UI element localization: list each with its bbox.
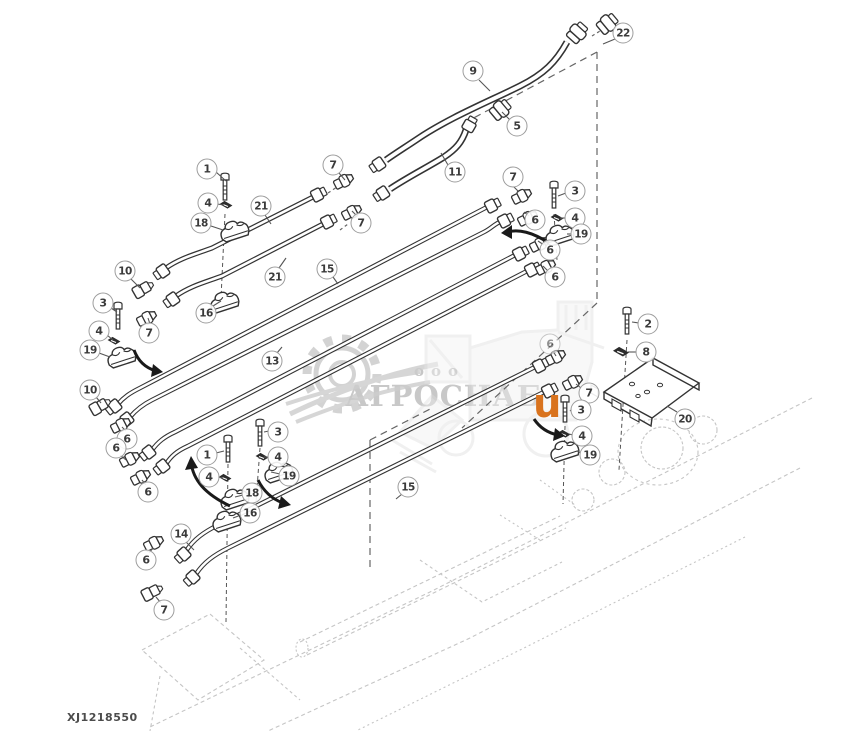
callout-6[interactable]: 6 (539, 239, 561, 261)
harvester-icon (391, 300, 605, 474)
callout-19[interactable]: 19 (79, 339, 101, 361)
callout-6[interactable]: 6 (544, 266, 566, 288)
callout-16[interactable]: 16 (195, 302, 217, 324)
callout-16[interactable]: 16 (239, 502, 261, 524)
callout-4[interactable]: 4 (197, 192, 219, 214)
callout-6[interactable]: 6 (539, 333, 561, 355)
callout-15[interactable]: 15 (316, 258, 338, 280)
callout-13[interactable]: 13 (261, 350, 283, 372)
callout-15[interactable]: 15 (397, 476, 419, 498)
lines-layer (103, 18, 592, 589)
callout-3[interactable]: 3 (564, 180, 586, 202)
callout-18[interactable]: 18 (241, 482, 263, 504)
leaf-spring-icon (285, 361, 439, 424)
callout-10[interactable]: 10 (114, 260, 136, 282)
callout-6[interactable]: 6 (135, 549, 157, 571)
tube-15-lower (151, 259, 543, 478)
drawing-number: XJ1218550 (67, 711, 138, 724)
callout-19[interactable]: 19 (579, 444, 601, 466)
callout-11[interactable]: 11 (444, 161, 466, 183)
tube-21b (161, 211, 339, 311)
callout-6[interactable]: 6 (524, 209, 546, 231)
callout-7[interactable]: 7 (350, 212, 372, 234)
callout-1[interactable]: 1 (196, 444, 218, 466)
callout-7[interactable]: 7 (322, 154, 344, 176)
callout-18[interactable]: 18 (190, 212, 212, 234)
boom-outline (141, 397, 813, 731)
callout-21[interactable]: 21 (250, 195, 272, 217)
callout-3[interactable]: 3 (267, 421, 289, 443)
callout-1[interactable]: 1 (196, 158, 218, 180)
callout-6[interactable]: 6 (137, 481, 159, 503)
tube-15-upper (103, 195, 503, 418)
callout-14[interactable]: 14 (170, 523, 192, 545)
callout-4[interactable]: 4 (88, 320, 110, 342)
callout-4[interactable]: 4 (198, 466, 220, 488)
callout-7[interactable]: 7 (153, 599, 175, 621)
callout-22[interactable]: 22 (612, 22, 634, 44)
watermark-art (285, 300, 605, 474)
tube-13-lower (137, 243, 531, 464)
callout-9[interactable]: 9 (462, 60, 484, 82)
tube-21a (151, 184, 329, 283)
callout-8[interactable]: 8 (635, 341, 657, 363)
tube-13-upper (115, 210, 516, 431)
hose-9 (367, 18, 592, 175)
callout-4[interactable]: 4 (267, 446, 289, 468)
callout-2[interactable]: 2 (637, 313, 659, 335)
callout-7[interactable]: 7 (138, 322, 160, 344)
watermark-accent-letter: u (533, 381, 562, 427)
callout-10[interactable]: 10 (79, 379, 101, 401)
callout-20[interactable]: 20 (674, 408, 696, 430)
callout-21[interactable]: 21 (264, 266, 286, 288)
rotation-arrows (132, 225, 565, 509)
callout-3[interactable]: 3 (92, 292, 114, 314)
callout-5[interactable]: 5 (506, 115, 528, 137)
callout-6[interactable]: 6 (105, 437, 127, 459)
hose-11 (371, 114, 480, 204)
callout-19[interactable]: 19 (570, 223, 592, 245)
callout-7[interactable]: 7 (502, 166, 524, 188)
callout-3[interactable]: 3 (570, 399, 592, 421)
callout-4[interactable]: 4 (571, 425, 593, 447)
tube-14b (181, 380, 560, 589)
callout-19[interactable]: 19 (278, 465, 300, 487)
